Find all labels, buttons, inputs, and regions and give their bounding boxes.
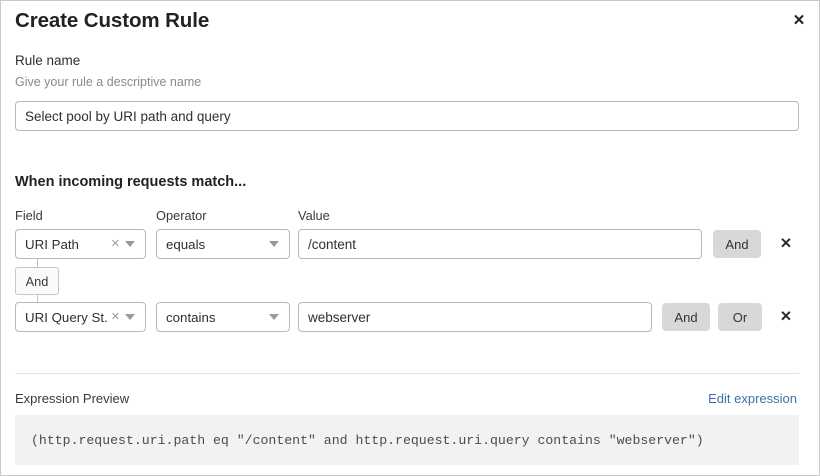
- operator-select-value: equals: [166, 236, 206, 252]
- clear-icon[interactable]: ✕: [110, 237, 120, 250]
- or-button[interactable]: Or: [718, 303, 762, 331]
- close-icon[interactable]: ✕: [788, 9, 810, 31]
- column-header-value: Value: [298, 208, 330, 223]
- value-input[interactable]: [298, 229, 702, 259]
- expression-preview-label: Expression Preview: [15, 391, 130, 406]
- edit-expression-link[interactable]: Edit expression: [708, 391, 797, 406]
- field-select[interactable]: URI Query St... ✕: [15, 302, 146, 332]
- column-header-operator: Operator: [156, 208, 207, 223]
- connector-line-bottom: [37, 295, 38, 303]
- and-button[interactable]: And: [662, 303, 710, 331]
- chevron-down-icon: [269, 241, 279, 247]
- conditions-section-heading: When incoming requests match...: [15, 174, 247, 190]
- column-header-field: Field: [15, 208, 43, 223]
- operator-select[interactable]: contains: [156, 302, 290, 332]
- clear-icon[interactable]: ✕: [110, 310, 120, 323]
- section-divider: [15, 373, 799, 374]
- connector-and-button[interactable]: And: [15, 267, 59, 295]
- field-select-value: URI Path: [25, 236, 79, 252]
- rule-name-help-text: Give your rule a descriptive name: [15, 75, 202, 89]
- operator-select-value: contains: [166, 309, 216, 325]
- field-select-value: URI Query St...: [25, 309, 109, 325]
- rule-name-input[interactable]: [15, 101, 799, 131]
- value-input[interactable]: [298, 302, 652, 332]
- and-button[interactable]: And: [713, 230, 761, 258]
- chevron-down-icon: [125, 314, 135, 320]
- connector-line-top: [37, 259, 38, 267]
- condition-row: URI Path ✕ equals And ✕: [1, 229, 819, 259]
- condition-connector: And: [1, 259, 161, 303]
- condition-row: URI Query St... ✕ contains And Or ✕: [1, 302, 819, 332]
- chevron-down-icon: [269, 314, 279, 320]
- field-select[interactable]: URI Path ✕: [15, 229, 146, 259]
- delete-condition-button[interactable]: ✕: [775, 229, 797, 259]
- chevron-down-icon: [125, 241, 135, 247]
- operator-select[interactable]: equals: [156, 229, 290, 259]
- rule-name-label: Rule name: [15, 53, 81, 68]
- delete-condition-button[interactable]: ✕: [775, 302, 797, 332]
- dialog-title: Create Custom Rule: [15, 9, 210, 32]
- expression-preview-code: (http.request.uri.path eq "/content" and…: [15, 415, 799, 465]
